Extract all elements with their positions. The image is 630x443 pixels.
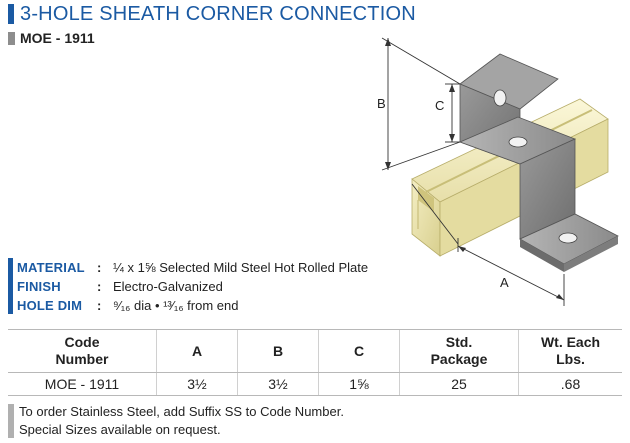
- header-line: C: [353, 342, 365, 359]
- title-accent-bar: [8, 4, 14, 24]
- spec-value: ⁹⁄₁₆ dia • ¹³⁄₁₆ from end: [113, 298, 239, 313]
- corner-plate: [458, 53, 619, 272]
- header-line: Code: [64, 334, 100, 350]
- dim-b-label: B: [377, 96, 386, 111]
- spec-colon: :: [97, 298, 102, 313]
- dim-c-label: C: [435, 98, 444, 113]
- spec-list: MATERIAL : ¼ x 1⅝ Selected Mild Steel Ho…: [17, 258, 368, 315]
- spec-finish: FINISH : Electro-Galvanized: [17, 277, 368, 296]
- notes: To order Stainless Steel, add Suffix SS …: [19, 403, 344, 439]
- cell-weight: .68: [518, 372, 622, 396]
- specs-accent-bar: [8, 258, 13, 314]
- hole-2-icon: [508, 136, 528, 148]
- hole-3-icon: [558, 232, 578, 244]
- header-line: Wt. Each: [540, 334, 601, 350]
- spec-colon: :: [97, 279, 102, 294]
- header-line: Number: [55, 351, 109, 367]
- header-line: Std.: [445, 334, 473, 350]
- note-stainless: To order Stainless Steel, add Suffix SS …: [19, 404, 344, 419]
- title-row: 3-HOLE SHEATH CORNER CONNECTION: [8, 2, 416, 26]
- code-marker: [8, 31, 15, 45]
- header-line: Package: [430, 351, 488, 367]
- header-line: B: [272, 342, 284, 359]
- col-c: C: [318, 329, 400, 373]
- spec-label: HOLE DIM: [17, 298, 83, 313]
- col-package: Std.Package: [399, 329, 519, 373]
- spec-value: Electro-Galvanized: [113, 279, 223, 294]
- cell-c: 1⅝: [318, 372, 400, 396]
- page-title: 3-HOLE SHEATH CORNER CONNECTION: [20, 2, 416, 25]
- spec-material: MATERIAL : ¼ x 1⅝ Selected Mild Steel Ho…: [17, 258, 368, 277]
- dim-a-label: A: [500, 275, 509, 290]
- notes-marker: [8, 404, 14, 438]
- spec-hole-dim: HOLE DIM : ⁹⁄₁₆ dia • ¹³⁄₁₆ from end: [17, 296, 368, 315]
- cell-b: 3½: [237, 372, 319, 396]
- col-b: B: [237, 329, 319, 373]
- cell-code: MOE - 1911: [8, 372, 157, 396]
- dimension-lines: [381, 37, 565, 306]
- spec-label: MATERIAL: [17, 260, 85, 275]
- col-a: A: [156, 329, 238, 373]
- cell-package: 25: [399, 372, 519, 396]
- spec-value: ¼ x 1⅝ Selected Mild Steel Hot Rolled Pl…: [113, 260, 369, 275]
- spec-label: FINISH: [17, 279, 61, 294]
- cell-a: 3½: [156, 372, 238, 396]
- table-row: MOE - 1911 3½ 3½ 1⅝ 25 .68: [8, 372, 622, 396]
- note-special-sizes: Special Sizes available on request.: [19, 422, 221, 437]
- product-diagram: B C A: [377, 37, 619, 306]
- dimension-arrows: [385, 38, 564, 300]
- product-code-row: MOE - 1911: [8, 30, 95, 46]
- product-code: MOE - 1911: [20, 30, 95, 46]
- header-line: Lbs.: [556, 351, 585, 367]
- spec-colon: :: [97, 260, 102, 275]
- hole-1-icon: [493, 89, 507, 107]
- header-line: A: [191, 342, 203, 359]
